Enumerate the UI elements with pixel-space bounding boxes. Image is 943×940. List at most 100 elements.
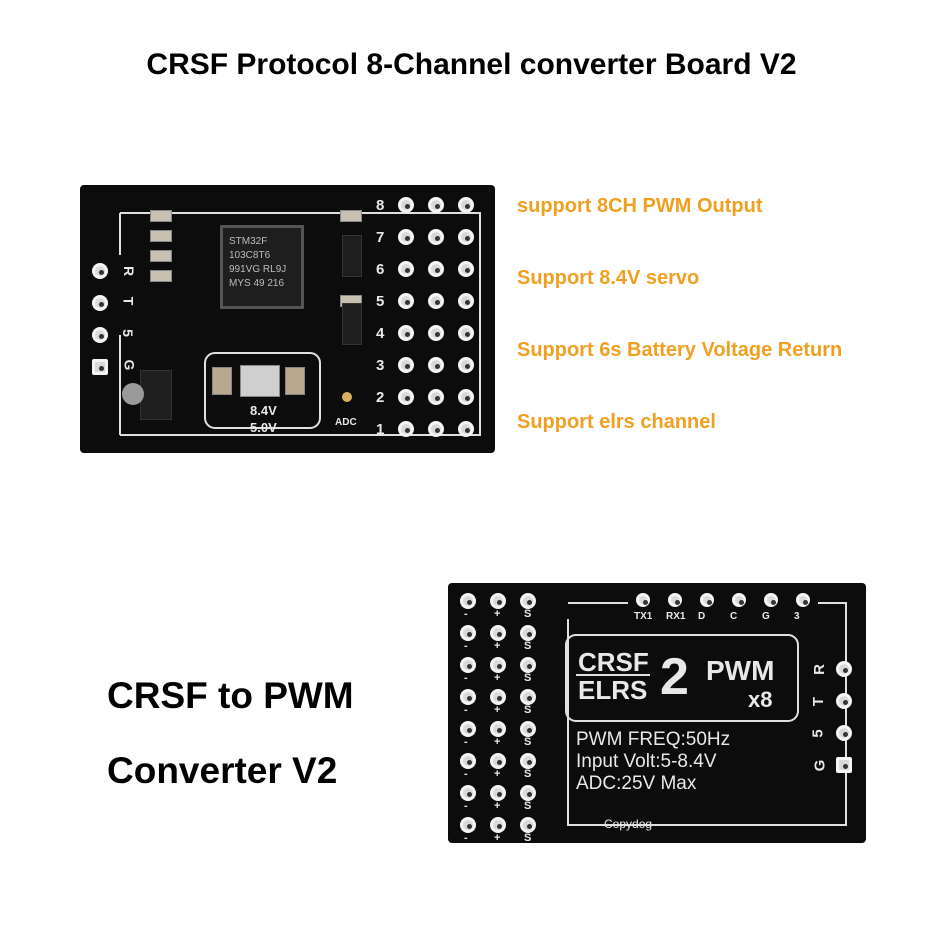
resistor-array <box>342 235 362 277</box>
channel-pad-mark: + <box>494 768 501 780</box>
channel-pad <box>398 389 414 405</box>
channel-pad <box>428 261 444 277</box>
channel-pad <box>490 721 506 737</box>
channel-pad <box>428 389 444 405</box>
mounting-hole <box>122 383 144 405</box>
header-pin <box>796 593 810 607</box>
channel-label-8: 8 <box>376 197 385 214</box>
channel-pad-mark: - <box>464 800 468 812</box>
header-pin-label: D <box>698 611 706 622</box>
adc-label: ADC <box>335 417 357 428</box>
channel-pad <box>460 753 476 769</box>
channel-pad <box>520 657 536 673</box>
chip-text-3: 991VG RL9J <box>229 264 287 275</box>
side-pad <box>836 661 852 677</box>
channel-pad <box>520 753 536 769</box>
channel-pad-mark: S <box>524 800 532 812</box>
chip-text-4: MYS 49 216 <box>229 278 285 289</box>
header-pin-label: TX1 <box>634 611 653 622</box>
channel-pad <box>398 357 414 373</box>
smd-part <box>150 210 172 222</box>
channel-pad <box>520 625 536 641</box>
spec-input-volt: Input Volt:5-8.4V <box>576 751 717 772</box>
logo-elrs: ELRS <box>578 675 648 705</box>
smd-part <box>285 367 305 395</box>
channel-pad <box>398 325 414 341</box>
channel-pad <box>428 197 444 213</box>
header-pin <box>668 593 682 607</box>
channel-pad <box>520 593 536 609</box>
channel-pad-mark: + <box>494 640 501 652</box>
regulator <box>140 370 172 420</box>
channel-label-4: 4 <box>376 325 385 342</box>
page-title: CRSF Protocol 8-Channel converter Board … <box>146 48 797 81</box>
channel-pad <box>428 229 444 245</box>
channel-pad <box>490 657 506 673</box>
side-label-line1: CRSF to PWM <box>107 675 354 716</box>
voltage-label-5v0: 5.0V <box>250 420 277 435</box>
feature-2: Support 8.4V servo <box>517 267 700 289</box>
header-pin <box>636 593 650 607</box>
channel-pad <box>458 389 474 405</box>
smd-part <box>212 367 232 395</box>
smd-part <box>340 210 362 222</box>
channel-pad-mark: - <box>464 672 468 684</box>
logo-crsf: CRSF <box>578 647 649 677</box>
channel-pad <box>458 261 474 277</box>
channel-label-3: 3 <box>376 357 385 374</box>
channel-pad-mark: S <box>524 736 532 748</box>
channel-pad <box>490 785 506 801</box>
adc-pad <box>342 392 352 402</box>
chip-text-2: 103C8T6 <box>229 250 271 261</box>
channel-label-2: 2 <box>376 389 385 406</box>
uart-label-r: R <box>121 265 138 277</box>
channel-pad <box>398 197 414 213</box>
channel-pad <box>458 293 474 309</box>
spec-adc: ADC:25V Max <box>576 773 697 794</box>
channel-pad-grid: -+S-+S-+S-+S-+S-+S-+S-+S <box>460 593 560 844</box>
channel-pad <box>490 689 506 705</box>
side-pin-label-t: T <box>810 696 828 707</box>
side-pad <box>836 725 852 741</box>
uart-pad <box>92 327 108 343</box>
channel-pad <box>460 817 476 833</box>
channel-pad-mark: - <box>464 608 468 620</box>
channel-pad <box>398 293 414 309</box>
side-pad <box>836 693 852 709</box>
channel-pad <box>460 721 476 737</box>
channel-pad-mark: + <box>494 832 501 844</box>
uart-pad <box>92 263 108 279</box>
channel-pad <box>458 197 474 213</box>
channel-pad <box>428 293 444 309</box>
header-pin-label: 3 <box>794 611 800 622</box>
channel-pad-mark: S <box>524 608 532 620</box>
channel-pad <box>460 689 476 705</box>
channel-pad <box>428 357 444 373</box>
channel-pad <box>490 593 506 609</box>
smd-part <box>150 250 172 262</box>
channel-pad-mark: - <box>464 640 468 652</box>
channel-pad-mark: + <box>494 704 501 716</box>
uart-label-t: T <box>120 296 137 306</box>
channel-pad <box>460 593 476 609</box>
channel-label-5: 5 <box>376 293 385 310</box>
top-board-traces <box>119 212 481 436</box>
channel-pad <box>458 421 474 437</box>
logo-pwm: PWM <box>706 655 775 686</box>
channel-pad-mark: S <box>524 704 532 716</box>
top-board: STM32F 103C8T6 991VG RL9J MYS 49 216 R T… <box>80 185 495 453</box>
channel-pad-mark: - <box>464 832 468 844</box>
feature-1: support 8CH PWM Output <box>517 195 763 217</box>
channel-pad <box>520 817 536 833</box>
chip-text-1: STM32F <box>229 236 268 247</box>
channel-pad-mark: + <box>494 672 501 684</box>
channel-label-6: 6 <box>376 261 385 278</box>
resistor-array <box>342 303 362 345</box>
uart-pad <box>92 295 108 311</box>
uart-label-5: 5 <box>119 329 136 337</box>
channel-pad <box>520 689 536 705</box>
channel-pad-mark: + <box>494 736 501 748</box>
channel-pad <box>458 357 474 373</box>
